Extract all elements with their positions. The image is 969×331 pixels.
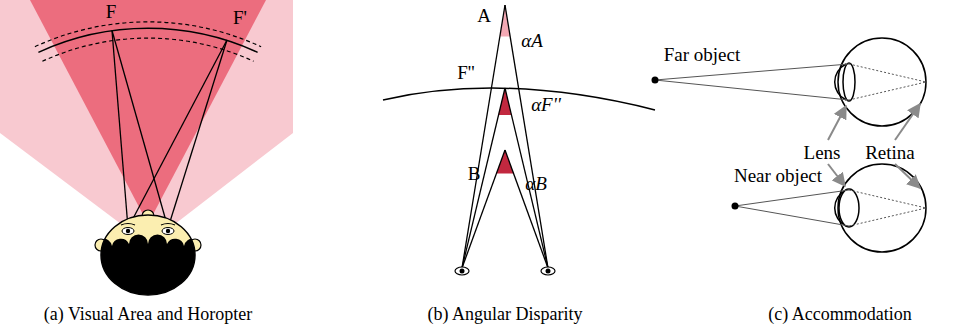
eye-symbol xyxy=(546,269,551,274)
object-label: Far object xyxy=(664,45,741,64)
sight-line xyxy=(168,40,227,228)
sight-line xyxy=(505,150,548,268)
eye-symbol xyxy=(541,267,555,275)
pointer-arrow xyxy=(828,104,920,188)
eye-symbol xyxy=(455,267,469,275)
object-label: Near object xyxy=(734,166,822,185)
horopter-arc xyxy=(35,22,261,47)
point-label: F'' xyxy=(457,63,474,82)
eyeball xyxy=(838,164,926,252)
angle-label: αA xyxy=(521,31,543,50)
head-figure xyxy=(166,229,170,233)
angle-wedge xyxy=(500,5,510,37)
sight-line xyxy=(112,31,168,229)
light-ray xyxy=(735,206,849,226)
visual-field xyxy=(0,0,293,224)
object-dot xyxy=(732,203,739,210)
angle-wedge xyxy=(499,88,512,115)
object-dot xyxy=(652,77,659,84)
angle-wedge xyxy=(496,150,513,174)
point-label: F xyxy=(106,2,117,21)
part-label: Lens xyxy=(804,143,841,162)
sight-line xyxy=(462,88,505,268)
sight-line xyxy=(462,5,548,268)
light-ray xyxy=(735,190,849,206)
sight-line xyxy=(462,5,505,268)
pointer-arrow xyxy=(828,164,845,186)
angle-label: αF'' xyxy=(531,95,561,114)
light-ray xyxy=(849,208,926,226)
light-ray xyxy=(655,80,849,100)
light-ray xyxy=(655,64,926,226)
pointer-arrow xyxy=(895,104,920,140)
head-figure xyxy=(101,215,195,295)
eyeball xyxy=(839,189,859,227)
point-label: B xyxy=(468,164,481,183)
sight-line xyxy=(462,150,505,268)
eyeball xyxy=(843,63,855,101)
part-label: Retina xyxy=(865,143,915,162)
head-figure xyxy=(162,228,174,235)
light-ray xyxy=(655,64,849,80)
panel-caption: (c) Accommodation xyxy=(768,305,911,323)
point-label: F' xyxy=(233,8,247,27)
sight-line xyxy=(505,5,548,268)
sight-line xyxy=(128,40,227,228)
head-figure xyxy=(122,228,134,235)
eye-symbol xyxy=(455,267,555,275)
light-ray xyxy=(849,190,926,208)
head-figure xyxy=(91,235,205,301)
object-dot xyxy=(652,77,739,210)
angle-label: αB xyxy=(525,174,547,193)
visual-field xyxy=(0,0,293,224)
head-figure xyxy=(121,224,175,226)
sight-line xyxy=(505,88,548,268)
head-figure xyxy=(91,210,205,300)
panel-caption: (b) Angular Disparity xyxy=(428,305,583,323)
light-ray xyxy=(849,82,926,100)
head-figure xyxy=(126,229,130,233)
sight-line xyxy=(112,31,227,229)
panel-caption: (a) Visual Area and Horopter xyxy=(44,305,253,323)
pointer-arrow xyxy=(828,106,846,140)
light-ray xyxy=(849,64,926,82)
eyeball xyxy=(835,38,926,252)
pointer-arrow xyxy=(895,164,920,188)
eye-symbol xyxy=(460,269,465,274)
point-label: A xyxy=(477,6,491,25)
